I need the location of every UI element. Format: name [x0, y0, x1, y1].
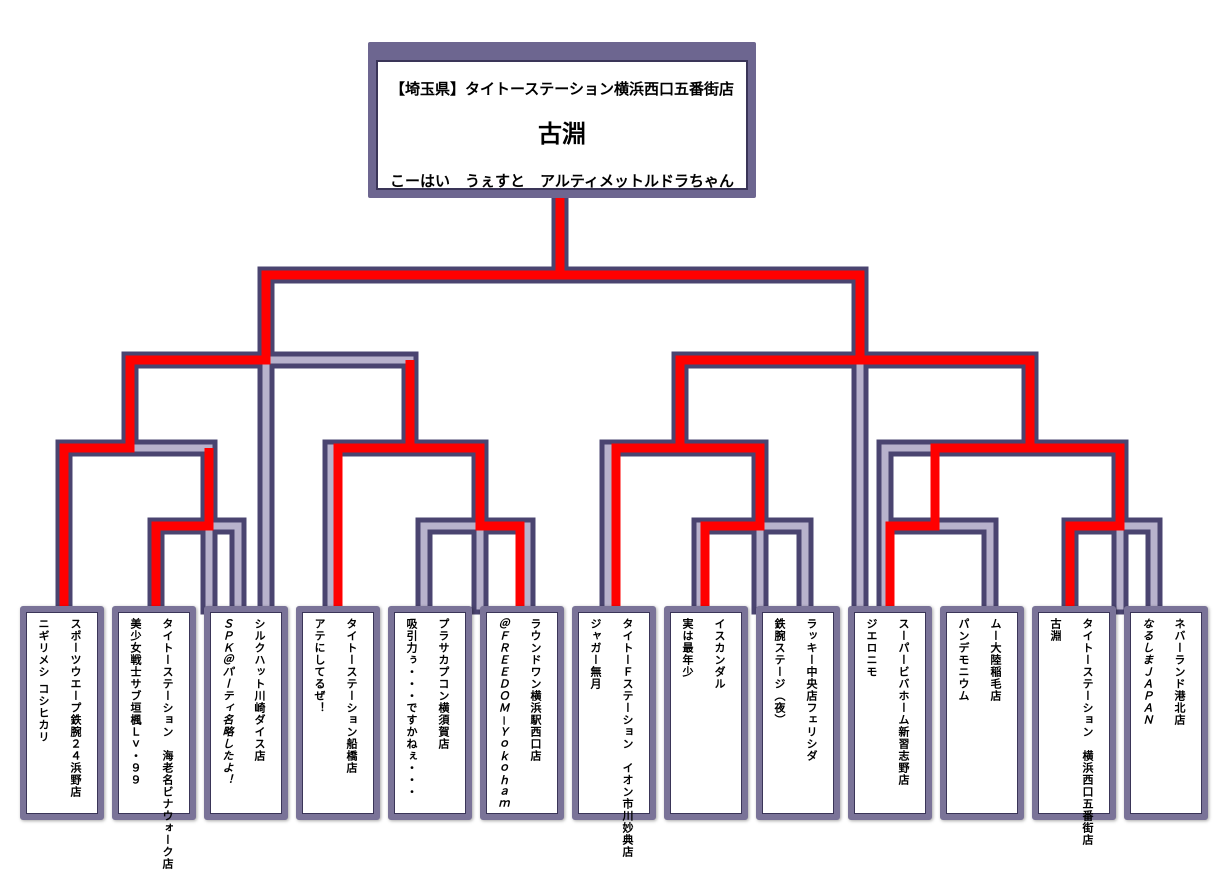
- team-venue: ラウンドワン横浜駅西口店: [529, 618, 542, 762]
- bracket-line-highlight: [60, 194, 1158, 610]
- winner-path: [860, 355, 1035, 606]
- winner-path: [151, 448, 214, 606]
- team-name: ニギリメシ コシヒカリ: [37, 618, 50, 743]
- team-card-1: スポーツウエープ鉄腕２４浜野店 ニギリメシ コシヒカリ: [20, 606, 104, 820]
- team-name: ＠ＦＲＥＥＤＯＭ－Ｙｏｋｏｈａｍ: [497, 618, 510, 810]
- team-venue: スポーツウエープ鉄腕２４浜野店: [69, 618, 82, 798]
- team-venue: タイトーステーション船橋店: [345, 618, 358, 774]
- team-card-11: ムー大陸稲毛店 パンデモニウム: [940, 606, 1024, 820]
- team-name: 鉄腕ステージ（夜）: [773, 618, 786, 726]
- winner-path: [333, 360, 415, 606]
- team-venue: ラッキー中央店フェリシダ: [805, 618, 818, 762]
- team-name: ジャガー無月: [589, 618, 602, 690]
- team-venue: スーパービバホーム新習志野店: [897, 618, 910, 786]
- winner-path: [410, 443, 525, 606]
- team-name: パンデモニウム: [957, 618, 970, 702]
- winner-path: [1030, 443, 1125, 606]
- team-name: ジエロニモ: [865, 618, 878, 678]
- team-venue: イスカンダル: [713, 618, 726, 690]
- team-card-9: ラッキー中央店フェリシダ 鉄腕ステージ（夜）: [756, 606, 840, 820]
- team-venue: ネバーランド港北店: [1173, 618, 1186, 726]
- team-card-7: タイトーＦステーション イオン市川妙典店 ジャガー無月: [572, 606, 656, 858]
- team-venue: タイトーＦステーション イオン市川妙典店: [621, 618, 634, 858]
- champion-members: こーはい うぇすと アルティメットルドラちゃん: [390, 172, 734, 190]
- team-venue: タイトーステーション 横浜西口五番街店: [1081, 618, 1094, 846]
- team-name: 吸引力ぅ・・・ですかねぇ・・・: [405, 618, 418, 798]
- winner-path: [560, 270, 865, 606]
- team-card-12: タイトーステーション 横浜西口五番街店 古淵: [1032, 606, 1116, 846]
- team-name: なるしまＪＡＰＡＮ: [1141, 618, 1154, 726]
- team-name: 美少女戦士サブ垣楓Ｌｖ・９９: [129, 618, 142, 786]
- team-venue: ムー大陸稲毛店: [989, 618, 1002, 702]
- team-card-8: イスカンダル 実は最年少: [664, 606, 748, 820]
- team-name: ＳＰＫ＠パーティ名略したよ！: [221, 618, 234, 786]
- team-venue: プラサカプコン横須賀店: [437, 618, 450, 750]
- champion-team-name: 古淵: [538, 120, 586, 148]
- team-name: 古淵: [1049, 618, 1062, 642]
- team-name: 実は最年少: [681, 618, 694, 678]
- team-venue: シルクハット川崎ダイス店: [253, 618, 266, 762]
- team-card-4: タイトーステーション船橋店 アテにしてるぜ！: [296, 606, 380, 820]
- team-card-5: プラサカプコン横須賀店 吸引力ぅ・・・ですかねぇ・・・: [388, 606, 472, 820]
- team-card-6: ラウンドワン横浜駅西口店 ＠ＦＲＥＥＤＯＭ－Ｙｏｋｏｈａｍ: [480, 606, 564, 820]
- team-card-3: シルクハット川崎ダイス店 ＳＰＫ＠パーティ名略したよ！: [204, 606, 288, 820]
- winner-path: [59, 198, 565, 606]
- winner-path: [680, 443, 765, 606]
- team-venue: タイトーステーション 海老名ビナウォーク店: [161, 618, 174, 870]
- team-card-2: タイトーステーション 海老名ビナウォーク店 美少女戦士サブ垣楓Ｌｖ・９９: [112, 606, 196, 870]
- team-card-13: ネバーランド港北店 なるしまＪＡＰＡＮ: [1124, 606, 1208, 820]
- champion-venue: 【埼玉県】タイトーステーション横浜西口五番街店: [390, 80, 734, 98]
- team-name: アテにしてるぜ！: [313, 618, 326, 714]
- champion-box: 【埼玉県】タイトーステーション横浜西口五番街店 古淵 こーはい うぇすと アルテ…: [368, 42, 756, 198]
- team-card-10: スーパービバホーム新習志野店 ジエロニモ: [848, 606, 932, 820]
